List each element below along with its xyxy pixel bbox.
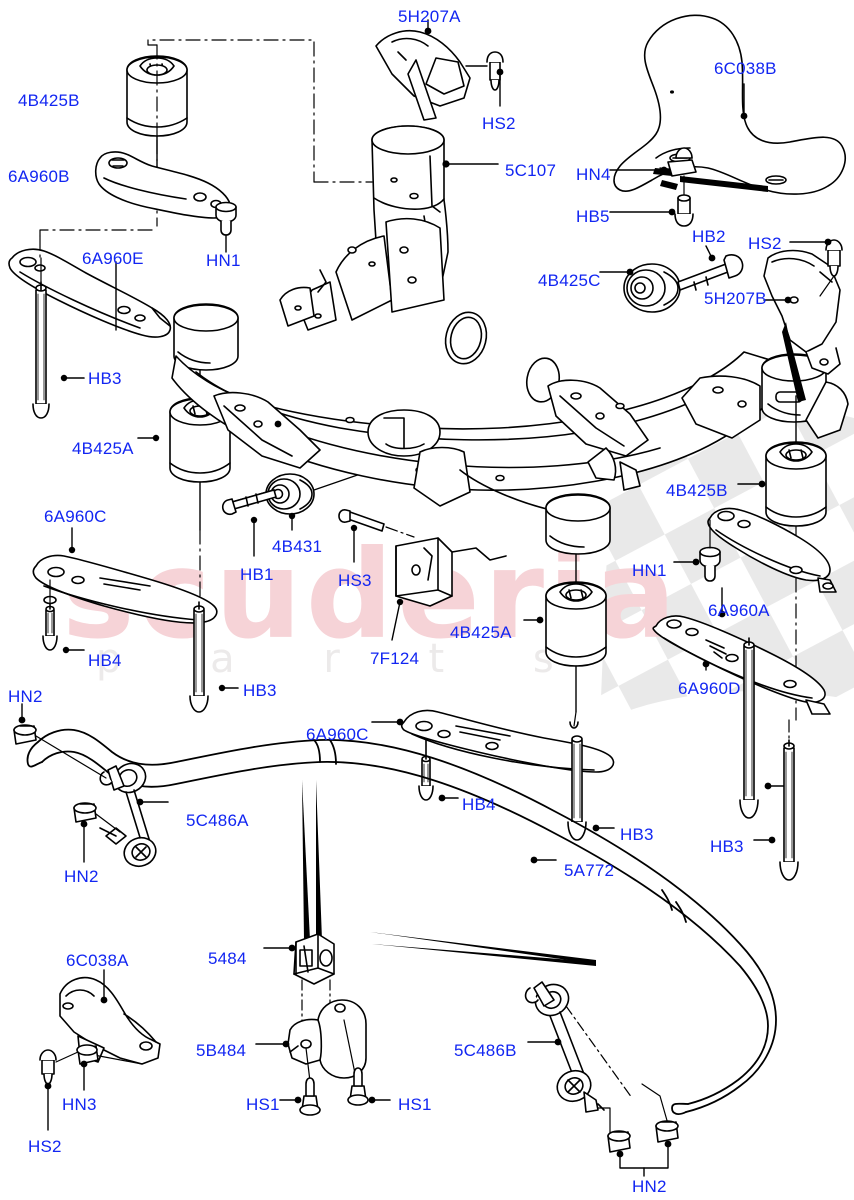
part-label-hb3-left: HB3 [88,369,122,388]
part-5h207a-heat-shield [375,30,471,121]
part-label-hb4-right: HB4 [462,795,496,814]
part-label-hn2-lower-left: HN2 [64,867,99,886]
part-label-hs3: HS3 [338,571,372,590]
part-label-6a960d: 6A960D [678,679,741,698]
part-6c038b-shield [613,14,846,195]
part-hb5-bolt [674,194,694,227]
part-label-6a960b: 6A960B [8,167,70,186]
part-5c486b-link [524,981,605,1113]
part-hn2-nut-lower-left [73,802,121,833]
part-hb3-bolt-far-right [779,719,799,881]
part-label-hb3-mid: HB3 [243,681,277,700]
part-6c038a-shield [59,976,161,1065]
part-label-hb3-far-right: HB3 [710,837,744,856]
part-label-hs1-right: HS1 [398,1095,432,1114]
part-label-5484: 5484 [208,949,247,968]
part-label-hs2-right: HS2 [748,234,782,253]
part-5c107-rear-cross-member [171,125,849,513]
part-label-hn4: HN4 [576,165,611,184]
part-hn2-nut-bottom-right [655,1120,679,1143]
part-hs2-screw-top [465,51,504,91]
part-hn4-nut [667,147,697,177]
part-label-hb3-right-inner: HB3 [620,825,654,844]
part-label-5c486b: 5C486B [454,1041,517,1060]
part-label-hn2-upper-left: HN2 [8,687,43,706]
part-4b425a-left-bush [169,397,231,483]
part-label-7f124: 7F124 [370,649,420,668]
part-label-5c486a: 5C486A [186,811,249,830]
part-label-6c038b: 6C038B [714,59,777,78]
part-label-4b425b-top: 4B425B [18,91,80,110]
part-hs2-screw-bottom [39,1049,79,1085]
part-label-6c038a: 6C038A [66,951,129,970]
part-6a960a-bracket [707,507,837,593]
part-hb3-bolt-left [32,257,50,419]
part-4b431-bush [265,473,315,515]
part-label-hn1-left: HN1 [206,251,241,270]
part-hs2-screw-right [819,239,843,297]
part-label-6a960c-left: 6A960C [44,507,107,526]
part-hn3-nut [76,1044,99,1065]
part-hb4-bolt-left [42,579,58,651]
part-4b425b-right-bush [765,441,827,527]
part-label-4b425c: 4B425C [538,271,601,290]
part-label-6a960a: 6A960A [708,601,770,620]
part-hn2-nut-upper-left [13,724,107,779]
part-label-hs2-bottom: HS2 [28,1137,62,1156]
part-6a960c-left-bracket [32,554,218,624]
part-4b425a-right-bush [545,581,607,667]
part-hb4-bolt-right [418,739,434,801]
part-label-5h207b: 5H207B [704,289,767,308]
part-label-hs2-top: HS2 [482,114,516,133]
part-6a960c-right-bracket [400,709,615,773]
part-label-hn3: HN3 [62,1095,97,1114]
part-hs1-screw-left [299,1077,321,1116]
part-hn1-nut-left [215,201,237,253]
part-label-hn2-bottom: HN2 [632,1177,667,1196]
part-label-4b425a-right: 4B425A [450,623,512,642]
part-5484-bar-bush [293,933,335,985]
part-label-4b425b-right: 4B425B [666,481,728,500]
frame-bowl-above-4b425a [545,493,611,555]
part-label-5h207a: 5H207A [398,7,461,26]
part-label-5a772: 5A772 [564,861,615,880]
part-5b484-clamp [287,999,367,1079]
part-hb1-bolt [221,489,277,516]
part-label-hb2: HB2 [692,227,726,246]
part-5c486a-link [99,762,157,868]
part-label-hb5: HB5 [576,207,610,226]
part-label-hb1: HB1 [240,565,274,584]
part-hb3-bolt-center-left [189,601,209,713]
part-label-hs1-left: HS1 [246,1095,280,1114]
part-label-6a960e: 6A960E [82,249,144,268]
part-7f124-bracket [395,537,507,607]
part-6a960e-bracket [8,248,172,338]
part-hs1-screw-right [347,1067,369,1106]
part-5h207b-heat-shield [763,249,841,402]
part-label-hn1-right: HN1 [632,561,667,580]
part-hb2-bolt [677,254,744,291]
part-label-4b431: 4B431 [272,537,323,556]
part-label-6a960c-right: 6A960C [306,725,369,744]
part-hn1-nut-right [699,519,721,582]
part-6a960b-bracket [94,151,232,219]
part-hn2-nut-bottom-left [607,1130,631,1153]
part-label-hb4-left: HB4 [88,651,122,670]
part-label-5b484: 5B484 [196,1041,247,1060]
part-hb3-bolt-right-inner [739,637,759,819]
part-hs3-screw [338,509,385,532]
part-label-5c107: 5C107 [505,161,557,180]
part-label-4b425a-left: 4B425A [72,439,134,458]
part-6a960d-bracket [652,615,831,715]
